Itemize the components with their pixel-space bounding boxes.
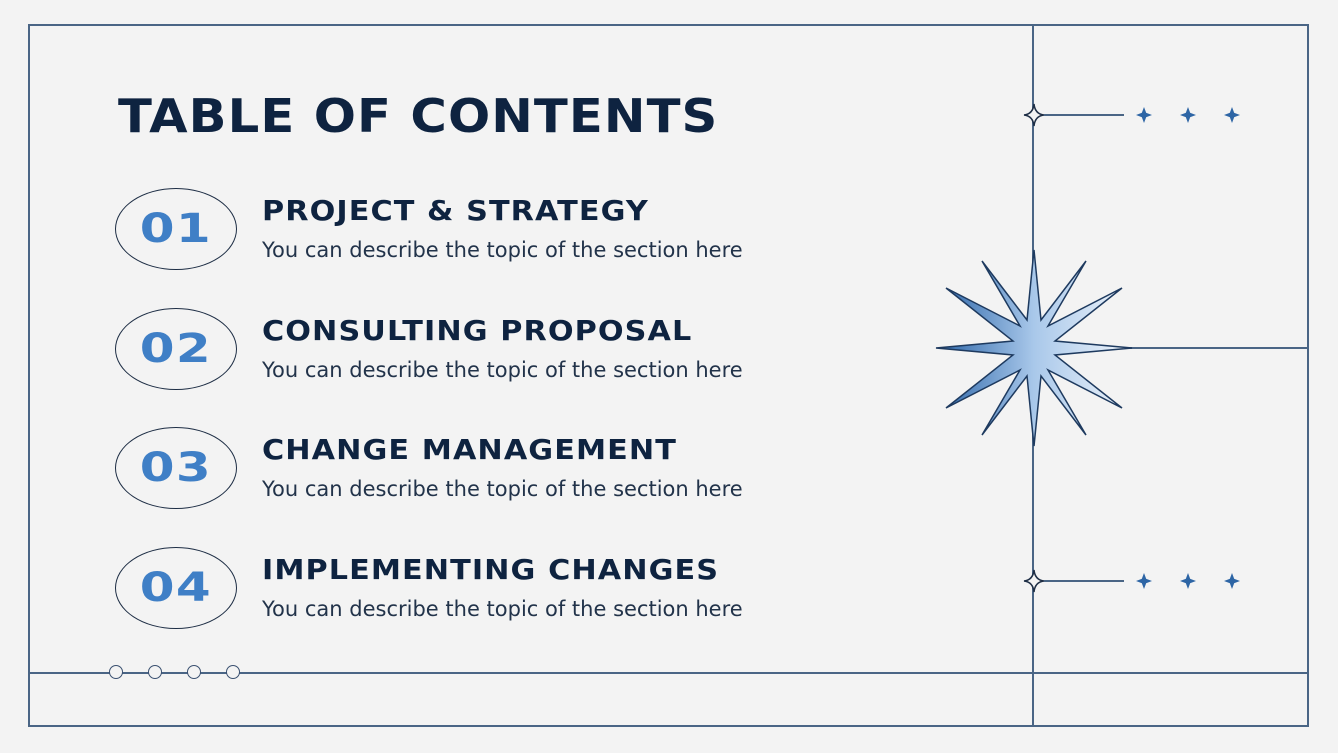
starburst-icon: [935, 249, 1133, 447]
four-point-star-icon: [1180, 573, 1196, 589]
item-title: CONSULTING PROPOSAL: [262, 314, 693, 347]
star-connector-line: [1100, 347, 1309, 349]
toc-item-1[interactable]: 01 PROJECT & STRATEGY You can describe t…: [115, 188, 835, 272]
item-description: You can describe the topic of the sectio…: [262, 358, 743, 382]
four-point-star-icon: [1023, 103, 1045, 127]
sparkle-row-bottom: [1023, 569, 1240, 593]
slide-frame: [28, 24, 1309, 727]
toc-item-3[interactable]: 03 CHANGE MANAGEMENT You can describe th…: [115, 427, 835, 511]
toc-item-4[interactable]: 04 IMPLEMENTING CHANGES You can describe…: [115, 547, 835, 631]
dot-icon: [109, 665, 123, 679]
item-title: IMPLEMENTING CHANGES: [262, 553, 720, 586]
number-oval: 04: [115, 547, 237, 629]
item-number: 04: [139, 565, 213, 611]
item-number: 01: [139, 206, 213, 252]
four-point-star-icon: [1224, 573, 1240, 589]
item-description: You can describe the topic of the sectio…: [262, 238, 743, 262]
item-title: PROJECT & STRATEGY: [262, 194, 649, 227]
item-description: You can describe the topic of the sectio…: [262, 597, 743, 621]
number-oval: 02: [115, 308, 237, 390]
toc-item-2[interactable]: 02 CONSULTING PROPOSAL You can describe …: [115, 308, 835, 392]
four-point-star-icon: [1224, 107, 1240, 123]
item-number: 02: [139, 326, 213, 372]
dot-icon: [148, 665, 162, 679]
dot-icon: [187, 665, 201, 679]
item-description: You can describe the topic of the sectio…: [262, 477, 743, 501]
four-point-star-icon: [1180, 107, 1196, 123]
four-point-star-icon: [1136, 573, 1152, 589]
item-number: 03: [139, 445, 213, 491]
dot-icon: [226, 665, 240, 679]
four-point-star-icon: [1136, 107, 1152, 123]
bottom-divider: [28, 672, 1309, 674]
page-title: TABLE OF CONTENTS: [118, 89, 719, 143]
item-title: CHANGE MANAGEMENT: [262, 433, 677, 466]
number-oval: 01: [115, 188, 237, 270]
number-oval: 03: [115, 427, 237, 509]
four-point-star-icon: [1023, 569, 1045, 593]
sparkle-row-top: [1023, 103, 1240, 127]
